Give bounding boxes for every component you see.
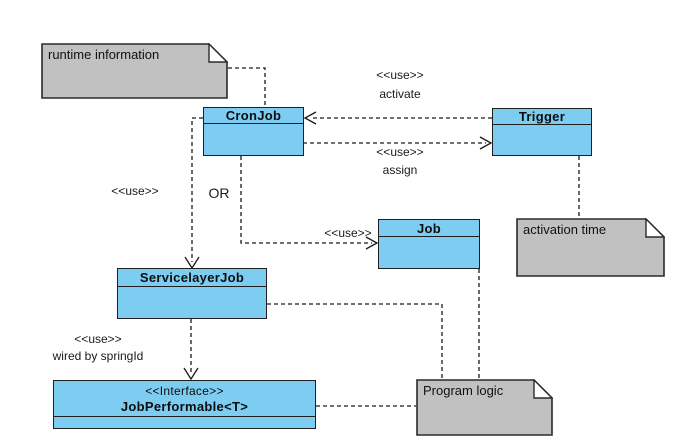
note-shape — [416, 379, 553, 436]
class-name: Job — [379, 220, 479, 237]
class-body — [118, 287, 266, 318]
edge-label-use-wired-stereotype: <<use>> — [74, 332, 122, 346]
edge-label-use-assign-stereotype: <<use>> — [376, 145, 424, 159]
note-shape — [41, 43, 228, 99]
class-body — [204, 124, 303, 155]
note-fold-icon — [533, 379, 553, 399]
note-text: activation time — [523, 222, 607, 237]
edge-label-or: OR — [208, 185, 230, 201]
class-stereotype: <<Interface>> — [145, 384, 224, 398]
class-header: <<Interface>> JobPerformable<T> — [54, 381, 315, 417]
note-shape — [516, 218, 665, 277]
class-job: Job — [378, 219, 480, 269]
edge-label-assign: assign — [382, 163, 418, 177]
edge-label-activate: activate — [379, 87, 421, 101]
class-servicelayerjob: ServicelayerJob — [117, 268, 267, 319]
arrowhead-into-servicelayerjob — [184, 256, 200, 270]
class-name: CronJob — [204, 108, 303, 124]
edge-label-use-activate-stereotype: <<use>> — [376, 68, 424, 82]
class-trigger: Trigger — [492, 108, 592, 156]
note-program-logic: Program logic — [416, 379, 553, 436]
class-name: JobPerformable<T> — [120, 399, 249, 414]
class-body — [54, 417, 315, 428]
class-name: Trigger — [493, 109, 591, 125]
connector-cronjob-to-servicelayerjob — [191, 117, 203, 262]
note-fold-icon — [208, 43, 228, 63]
arrowhead-into-cronjob — [303, 111, 317, 125]
class-body — [379, 237, 479, 268]
connector-servicelayerjob-to-program-note — [267, 303, 443, 379]
note-text: runtime information — [48, 47, 160, 62]
edge-label-wired-by-springid: wired by springId — [52, 349, 144, 363]
class-cronjob: CronJob — [203, 107, 304, 156]
edge-label-use-left: <<use>> — [111, 184, 159, 198]
class-body — [493, 125, 591, 155]
class-jobperformable: <<Interface>> JobPerformable<T> — [53, 380, 316, 429]
edge-label-use-job: <<use>> — [324, 226, 372, 240]
arrowhead-into-jobperformable — [183, 367, 199, 381]
note-text: Program logic — [423, 383, 504, 398]
arrowhead-into-trigger — [479, 136, 493, 150]
note-fold-icon — [645, 218, 665, 238]
connector-runtime-note-to-cronjob — [228, 67, 266, 106]
note-runtime-information: runtime information — [41, 43, 228, 99]
note-activation-time: activation time — [516, 218, 665, 277]
class-name: ServicelayerJob — [118, 269, 266, 287]
